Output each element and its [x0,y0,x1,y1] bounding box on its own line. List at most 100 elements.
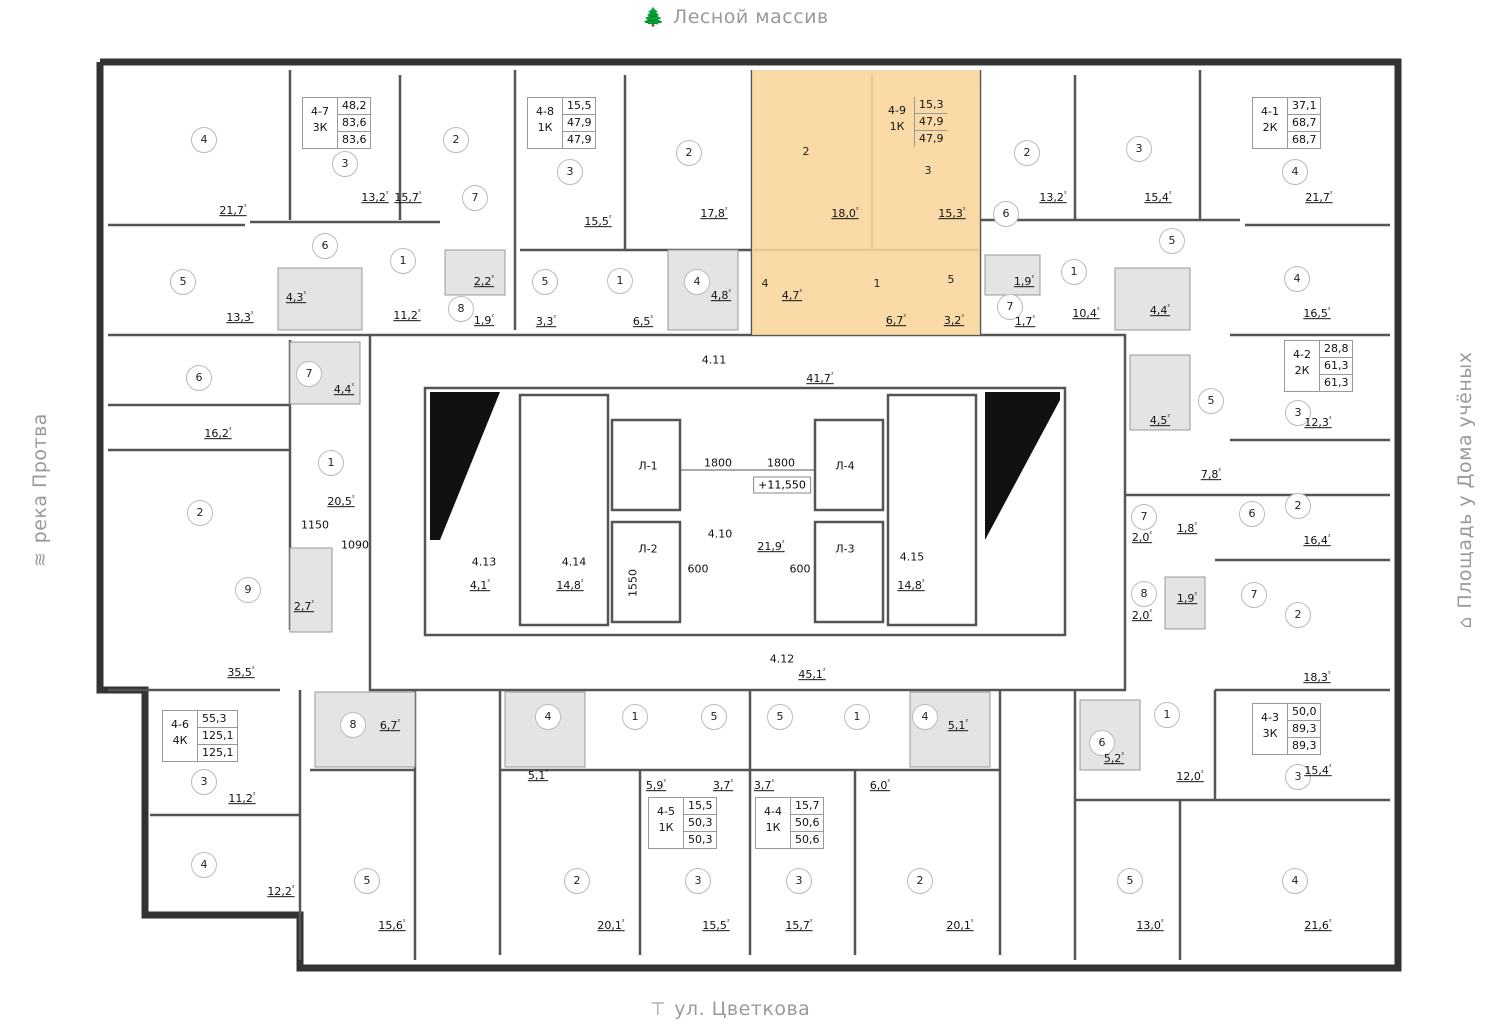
room-number: 4 [761,277,769,290]
room-area: 6,7² [379,718,401,732]
dimension-label: 1150 [301,518,329,532]
apartment-area-value: 15,3 [914,97,948,114]
elevation-mark: +11,550 [753,476,811,494]
apartment-type: 1К [889,120,905,133]
room-area: 2,0² [1131,530,1153,544]
room-number: 1 [873,277,881,290]
room-area: 5,1² [947,718,969,732]
room-area: 1,9² [1013,274,1035,288]
room-area: 4,4² [333,382,355,396]
room-area: 17,8² [700,206,728,220]
room-number: 2 [802,145,810,158]
core-label: Л-2 [638,542,658,556]
core-label: 4.13 [471,555,497,569]
room-number: 3 [1285,764,1311,790]
apartment-number: 4-9 [888,104,906,117]
surrounding-left-label: река Протва [29,413,51,544]
room-number: 7 [296,361,322,387]
apartment-4-9-highlight[interactable] [752,70,980,335]
apartment-area-value: 47,9 [562,115,596,132]
forest-icon: 🌲 [642,7,665,28]
room-area: 15,6² [378,918,406,932]
room-area: 21,7² [1305,190,1333,204]
apartment-type: 1К [537,121,553,134]
room-area: 11,2² [228,791,256,805]
room-area: 45,1² [798,667,826,681]
room-number: 5 [532,269,558,295]
dimension-label: 600 [687,562,709,576]
apartment-type: 2К [1262,121,1278,134]
room-area: 20,5² [327,494,355,508]
apartment-area-value: 125,1 [197,728,238,745]
room-number: 3 [786,868,812,894]
room-area: 11,2² [393,308,421,322]
room-area: 13,2² [1039,190,1067,204]
room-area: 14,8² [556,578,584,592]
room-number: 4 [684,269,710,295]
apartment-area-value: 89,3 [1287,721,1321,738]
apartment-type: 4К [172,734,188,747]
apartment-area-value: 28,8 [1319,341,1353,358]
core-label: 4.15 [899,550,925,564]
room-number: 4 [1284,266,1310,292]
room-number: 3 [191,769,217,795]
room-number: 7 [1241,582,1267,608]
core-label: Л-4 [835,459,855,473]
room-area: 10,4² [1072,306,1100,320]
room-area: 15,7² [394,190,422,204]
room-number: 5 [1159,228,1185,254]
room-area: 4,7² [781,288,803,302]
room-area: 1,8² [1176,521,1198,535]
room-area: 4,5² [1149,413,1171,427]
room-area: 2,0² [1131,608,1153,622]
apartment-area-value: 47,9 [566,133,592,146]
room-area: 15,7² [785,918,813,932]
apartment-number: 4-6 [171,718,189,731]
room-number: 6 [1089,730,1115,756]
room-area: 15,4² [1304,763,1332,777]
apartment-area-value: 83,6 [341,133,367,146]
room-area: 2,7² [293,599,315,613]
room-number: 1 [844,704,870,730]
room-number: 5 [1117,868,1143,894]
room-area: 16,4² [1303,533,1331,547]
apartment-area-value: 47,9 [914,114,948,131]
room-number: 1 [390,248,416,274]
room-number: 4 [191,852,217,878]
room-number: 1 [1061,259,1087,285]
apartment-area-value: 50,6 [794,833,820,846]
room-number: 3 [685,868,711,894]
apartment-area-value: 50,3 [683,815,717,832]
room-area: 5,9² [645,778,667,792]
core-label: 4.10 [707,527,733,541]
square-icon: ⌂ [1455,616,1476,629]
room-number: 4 [191,127,217,153]
room-area: 1,9² [1176,591,1198,605]
apartment-area-value: 47,9 [918,132,944,145]
room-number: 7 [1131,504,1157,530]
room-area: 3,2² [943,313,965,327]
room-number: 6 [186,365,212,391]
room-area: 15,5² [702,918,730,932]
room-area: 4,4² [1149,303,1171,317]
room-number: 5 [701,704,727,730]
room-area: 18,0² [831,206,859,220]
room-area: 41,7² [806,371,834,385]
apartment-area-value: 50,0 [1287,704,1321,721]
apartment-type: 2К [1294,364,1310,377]
apartment-number: 4-7 [311,105,329,118]
